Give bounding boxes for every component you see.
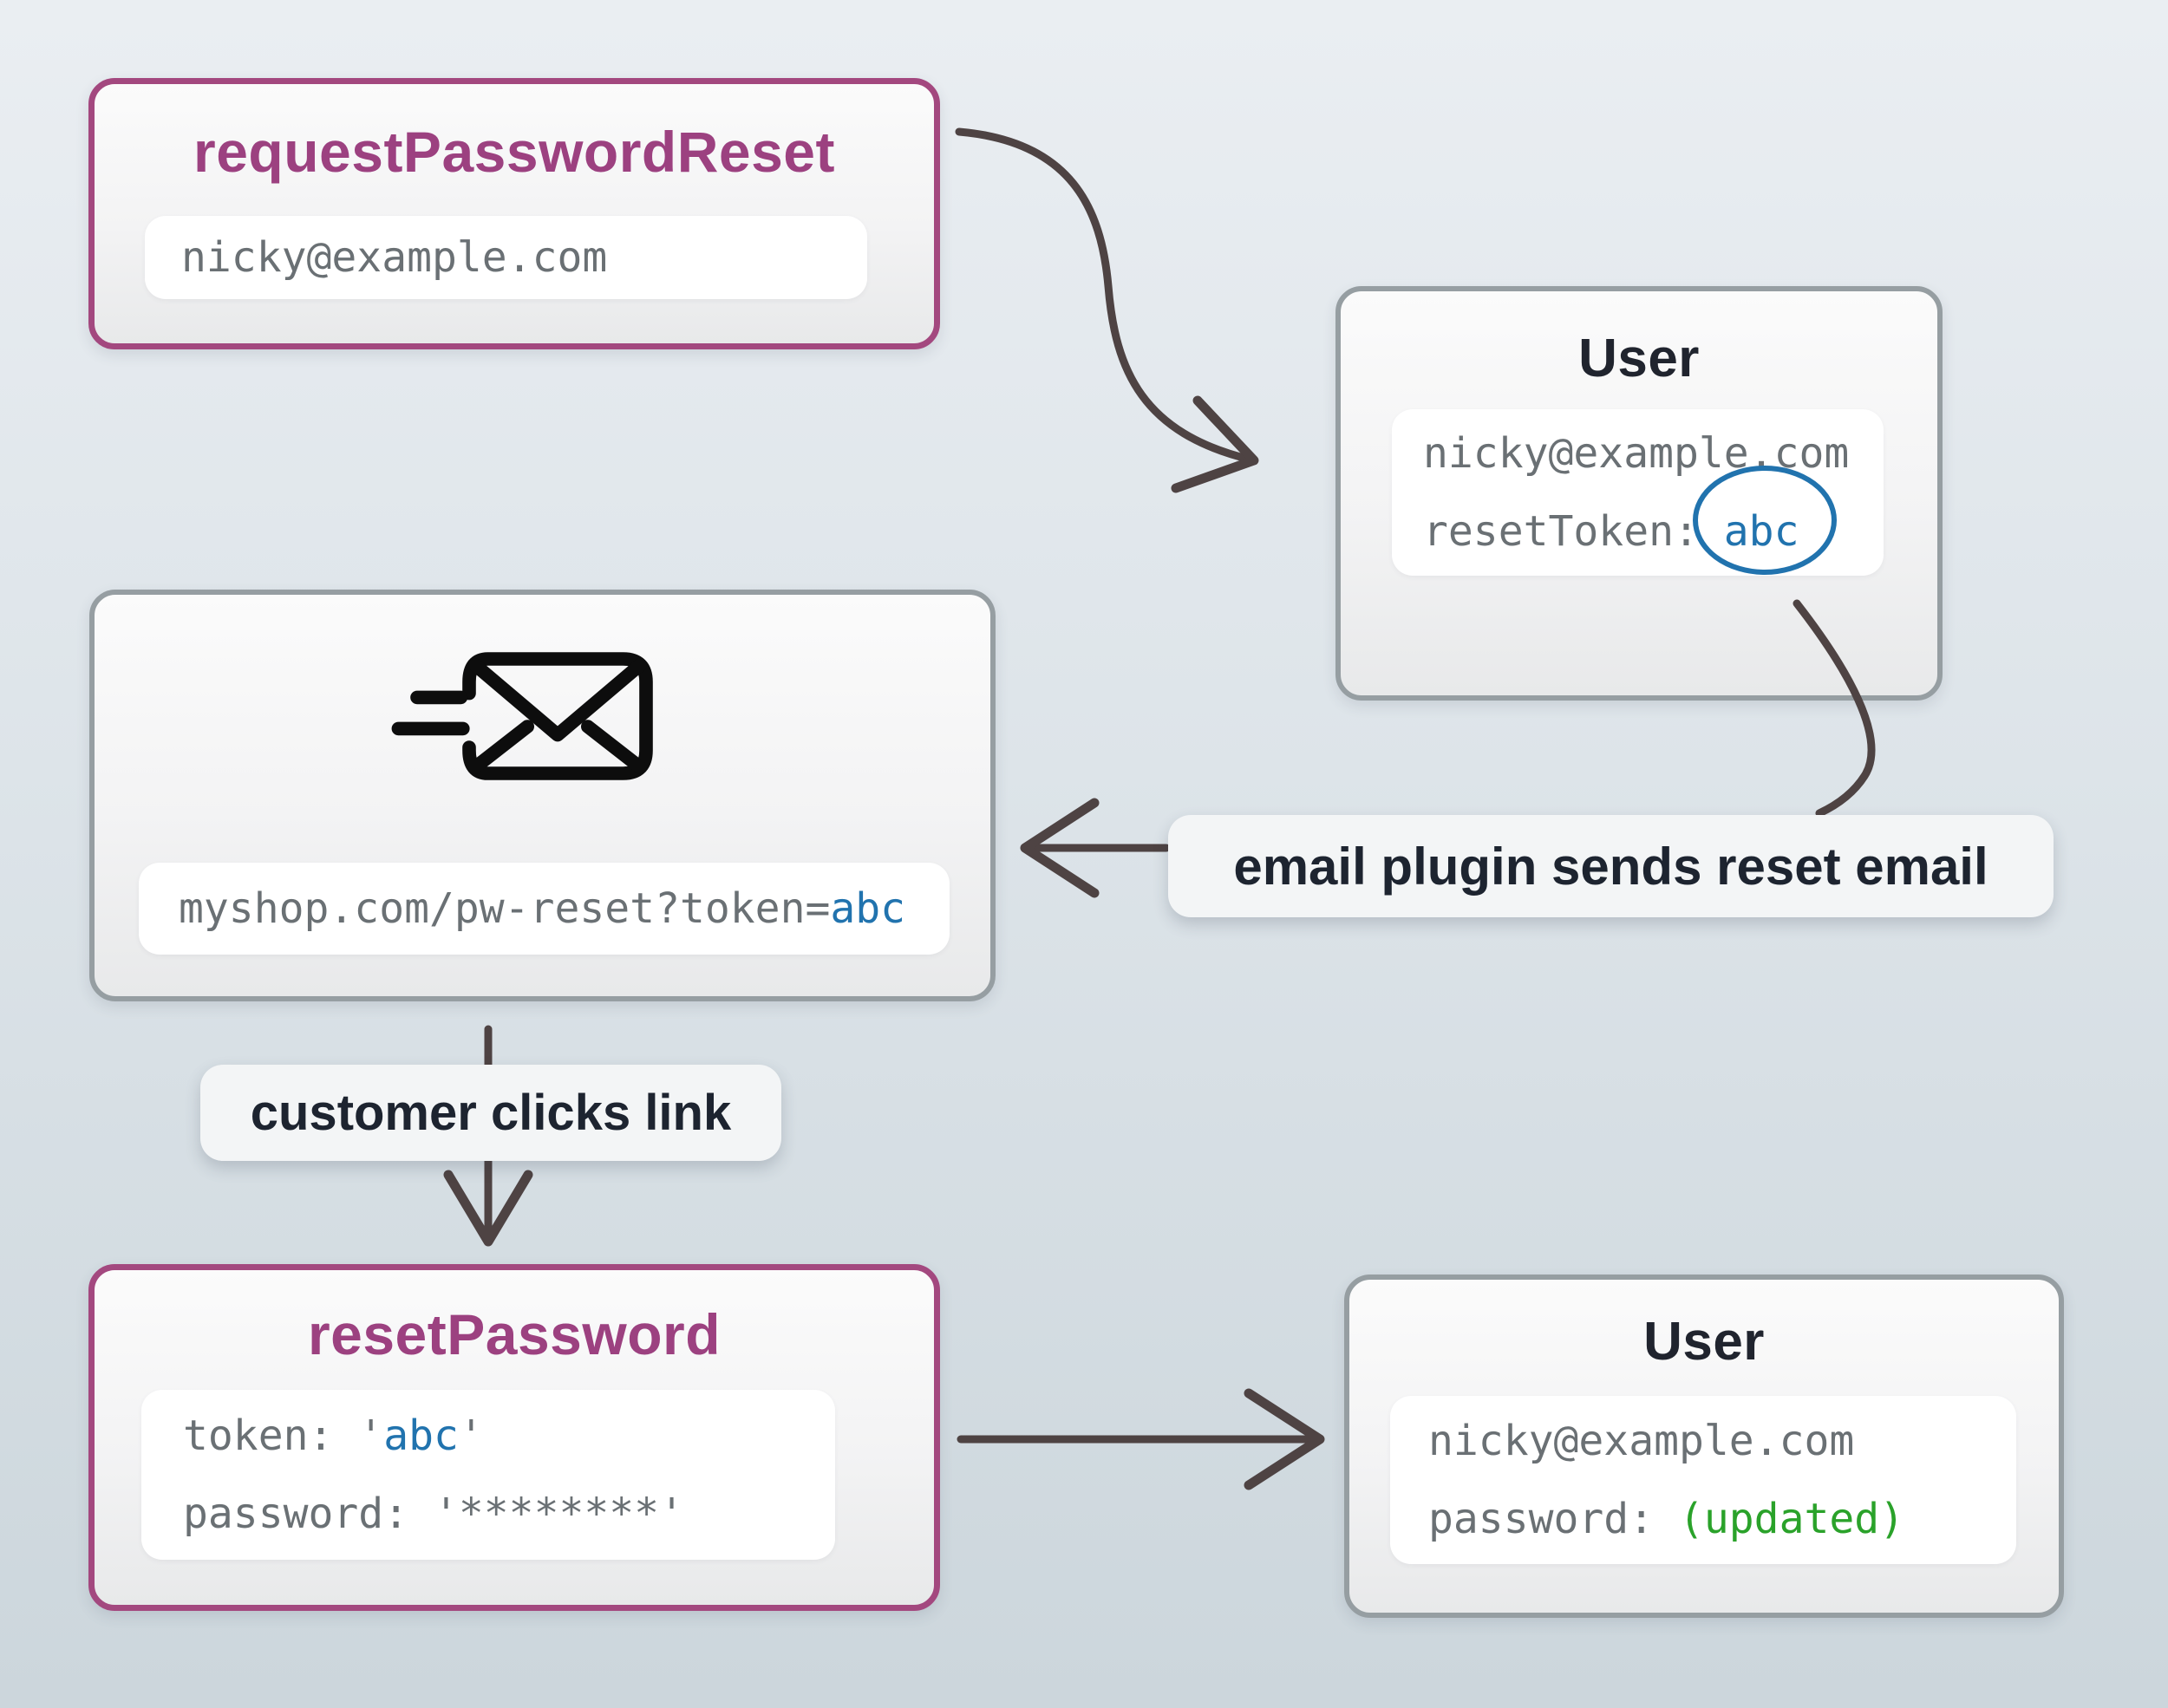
reset-password-box: resetPassword token: 'abc' password: '**… (88, 1264, 940, 1611)
email-plugin-label: email plugin sends reset email (1168, 815, 2054, 917)
reset-url-prefix: myshop.com/pw-reset?token= (179, 884, 831, 933)
arrow-customer-clicks-head (443, 1170, 533, 1247)
user-top-reset-token-line: resetToken: abc (1423, 492, 1884, 570)
arrow-request-to-user (955, 127, 1255, 464)
user-bottom-record: nicky@example.com password: (updated) (1390, 1396, 2016, 1564)
user-bottom-title: User (1643, 1312, 1765, 1372)
token-value: abc (383, 1411, 459, 1460)
user-top-title: User (1578, 329, 1700, 388)
user-bottom-email: nicky@example.com (1428, 1417, 1855, 1465)
user-password-label: password: (1428, 1495, 1679, 1543)
user-record-box-top: User nicky@example.com resetToken: abc (1335, 286, 1943, 701)
reset-url-token: abc (830, 884, 906, 933)
request-password-reset-box: requestPasswordReset nicky@example.com (88, 78, 940, 349)
token-line: token: 'abc' (183, 1397, 835, 1475)
arrow-request-to-user-head (1171, 395, 1259, 493)
reset-password-args: token: 'abc' password: '********' (141, 1390, 835, 1560)
reset-url-value: myshop.com/pw-reset?token=abc (179, 870, 950, 948)
user-top-record: nicky@example.com resetToken: abc (1392, 409, 1884, 576)
arrow-reset-to-user-head (1244, 1388, 1325, 1490)
user-bottom-password-line: password: (updated) (1428, 1480, 2016, 1558)
request-password-reset-title: requestPasswordReset (193, 120, 835, 184)
user-record-box-bottom: User nicky@example.com password: (update… (1344, 1274, 2064, 1618)
request-email-field: nicky@example.com (145, 216, 867, 299)
token-prefix: token: ' (183, 1411, 384, 1460)
reset-url-field: myshop.com/pw-reset?token=abc (139, 863, 950, 955)
reset-token-value: abc (1723, 507, 1799, 556)
reset-password-title: resetPassword (307, 1302, 722, 1366)
user-top-email: nicky@example.com (1423, 429, 1850, 478)
customer-clicks-label: customer clicks link (200, 1065, 781, 1161)
arrow-label-to-email-head (1020, 798, 1100, 898)
request-email-value: nicky@example.com (181, 233, 608, 282)
reset-token-label: resetToken: (1423, 507, 1724, 556)
token-suffix: ' (458, 1411, 484, 1460)
password-line: password: '********' (183, 1490, 684, 1538)
mail-fast-icon (391, 652, 653, 780)
user-password-value: (updated) (1678, 1495, 1905, 1543)
